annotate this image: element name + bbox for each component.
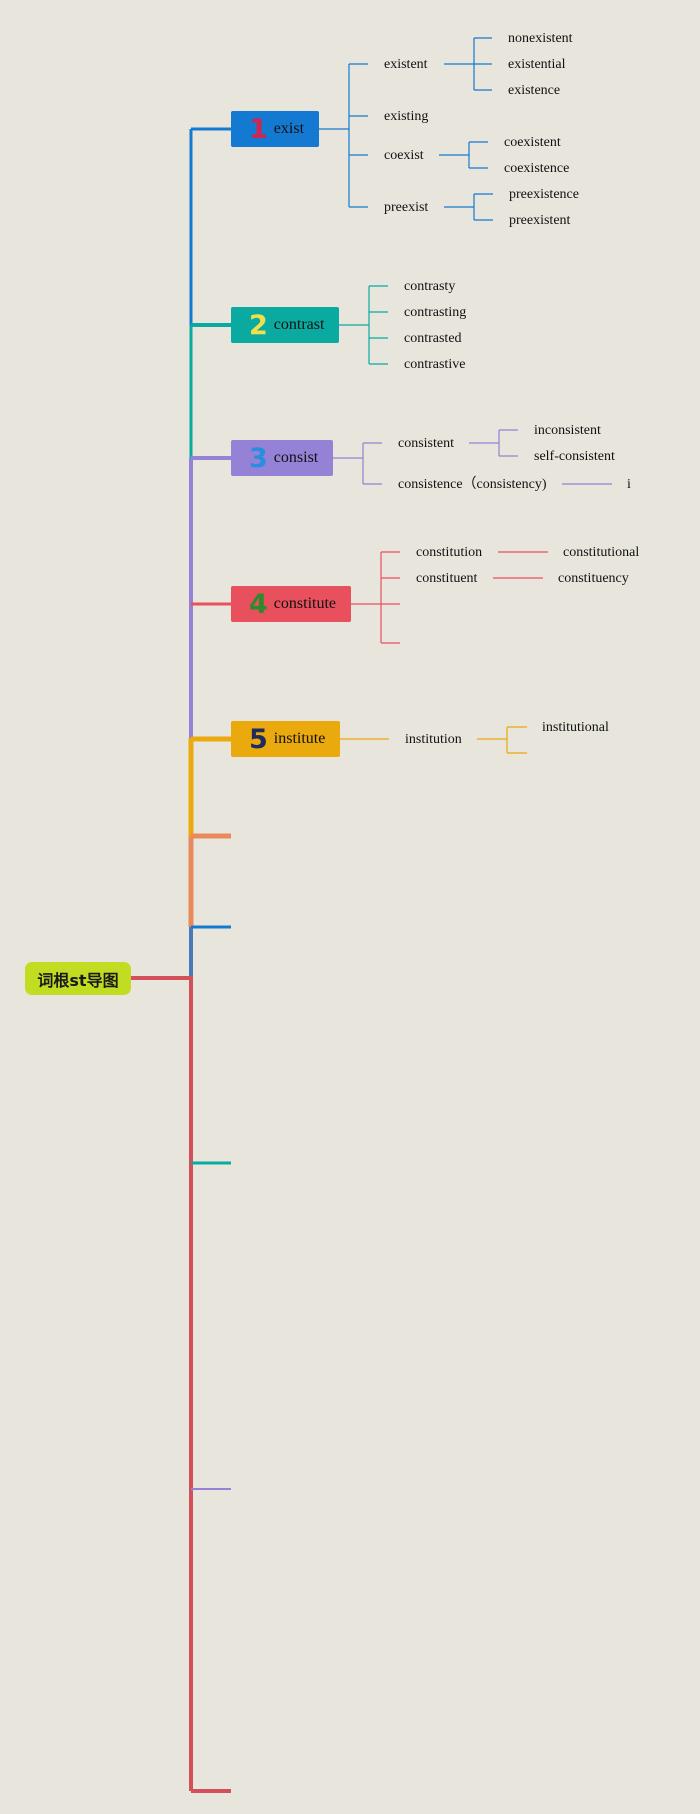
branch-number-5: 5 [249,723,268,755]
word-contrasted[interactable]: contrasted [404,331,462,346]
branch-node-consist[interactable]: 3 consist [231,440,333,476]
consist-subtree-lines [333,429,612,485]
word-coexistence[interactable]: coexistence [504,161,570,176]
word-existent[interactable]: existent [384,57,428,72]
root-title: 词根st导图 [37,970,119,990]
constitute-subtree-lines [351,551,548,644]
word-existential[interactable]: existential [508,57,566,72]
branch-node-constitute[interactable]: 4 constitute [231,586,351,622]
word-preexistence[interactable]: preexistence [509,187,579,202]
word-constituent[interactable]: constituent [416,571,478,586]
branch-node-contrast[interactable]: 2 contrast [231,307,339,343]
branch-number-3: 3 [249,442,268,474]
word-coexist[interactable]: coexist [384,148,424,163]
branch-label-exist: exist [273,120,305,137]
branch-label-constitute: constitute [273,595,337,612]
word-coexistent[interactable]: coexistent [504,135,561,150]
word-i[interactable]: i [627,477,631,492]
word-preexistent[interactable]: preexistent [509,213,571,228]
branch-label-institute: institute [273,730,326,747]
word-institutional[interactable]: institutional [542,720,609,735]
word-consistent[interactable]: consistent [398,436,454,451]
word-contrasty[interactable]: contrasty [404,279,456,294]
branch-number-2: 2 [249,309,268,341]
word-consistence[interactable]: consistence（consistency) [398,477,547,492]
word-nonexistent[interactable]: nonexistent [508,31,573,46]
word-institution[interactable]: institution [405,732,462,747]
word-constitution[interactable]: constitution [416,545,483,560]
word-existing[interactable]: existing [384,109,429,124]
contrast-subtree-lines [339,285,388,365]
word-constituency[interactable]: constituency [558,571,629,586]
word-contrasting[interactable]: contrasting [404,305,467,320]
word-contrastive[interactable]: contrastive [404,357,466,372]
branch-label-consist: consist [273,449,319,466]
branch-number-4: 4 [249,588,268,620]
word-existence[interactable]: existence [508,83,561,98]
exist-subtree-lines [319,37,493,221]
word-preexist[interactable]: preexist [384,200,429,215]
word-self-consistent[interactable]: self-consistent [534,449,615,464]
root-node[interactable]: 词根st导图 [25,962,131,995]
branch-node-exist[interactable]: 1 exist [231,111,319,147]
branch-node-institute[interactable]: 5 institute [231,721,340,757]
branch-number-1: 1 [249,113,268,145]
word-inconsistent[interactable]: inconsistent [534,423,601,438]
word-constitutional[interactable]: constitutional [563,545,640,560]
branch-label-contrast: contrast [273,316,325,333]
institute-subtree-lines [340,726,527,754]
